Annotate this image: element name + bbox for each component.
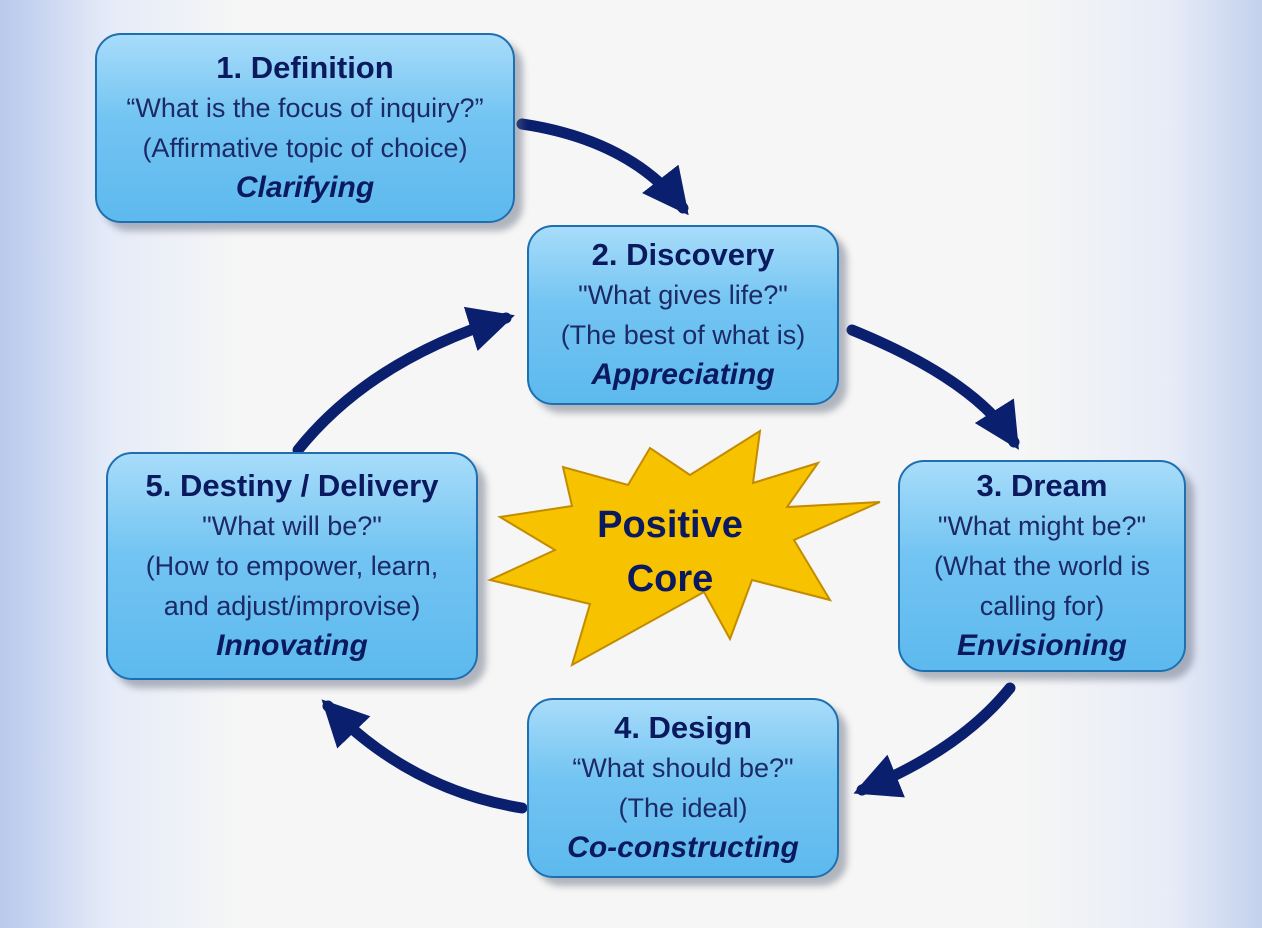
stage-title: 2. Discovery xyxy=(591,237,775,272)
stage-verb: Clarifying xyxy=(235,171,375,204)
stage-description: "What might be?" (What the world is call… xyxy=(933,511,1151,621)
arrow-destiny-to-discovery xyxy=(292,306,515,456)
stage-description: “What is the focus of inquiry?” (Affirma… xyxy=(126,93,484,163)
stage-title: 4. Design xyxy=(614,710,752,745)
arrow-discovery-to-dream xyxy=(846,324,1020,450)
stage-box-discovery: 2. Discovery "What gives life?" (The bes… xyxy=(527,225,839,405)
stage-box-definition: 1. Definition “What is the focus of inqu… xyxy=(95,33,515,223)
positive-core-label: Positive Core xyxy=(597,504,743,600)
stage-box-design: 4. Design “What should be?" (The ideal) … xyxy=(527,698,839,878)
stage-description: "What gives life?" (The best of what is) xyxy=(560,280,806,350)
stage-description: "What will be?" (How to empower, learn, … xyxy=(145,511,439,621)
stage-title: 3. Dream xyxy=(976,468,1108,503)
stage-title: 1. Definition xyxy=(216,50,394,85)
arrow-definition-to-discovery xyxy=(516,118,689,216)
stage-title: 5. Destiny / Delivery xyxy=(145,468,439,503)
arrow-dream-to-design xyxy=(853,682,1016,798)
stage-verb: Innovating xyxy=(216,629,368,662)
stage-box-dream: 3. Dream "What might be?" (What the worl… xyxy=(898,460,1186,672)
stage-description: “What should be?" (The ideal) xyxy=(572,753,794,823)
stage-box-destiny: 5. Destiny / Delivery "What will be?" (H… xyxy=(106,452,478,680)
arrow-design-to-destiny xyxy=(321,699,528,814)
stage-verb: Appreciating xyxy=(591,358,775,391)
stage-verb: Envisioning xyxy=(956,629,1127,662)
positive-core-starburst xyxy=(486,429,881,668)
stage-verb: Co-constructing xyxy=(567,831,799,864)
